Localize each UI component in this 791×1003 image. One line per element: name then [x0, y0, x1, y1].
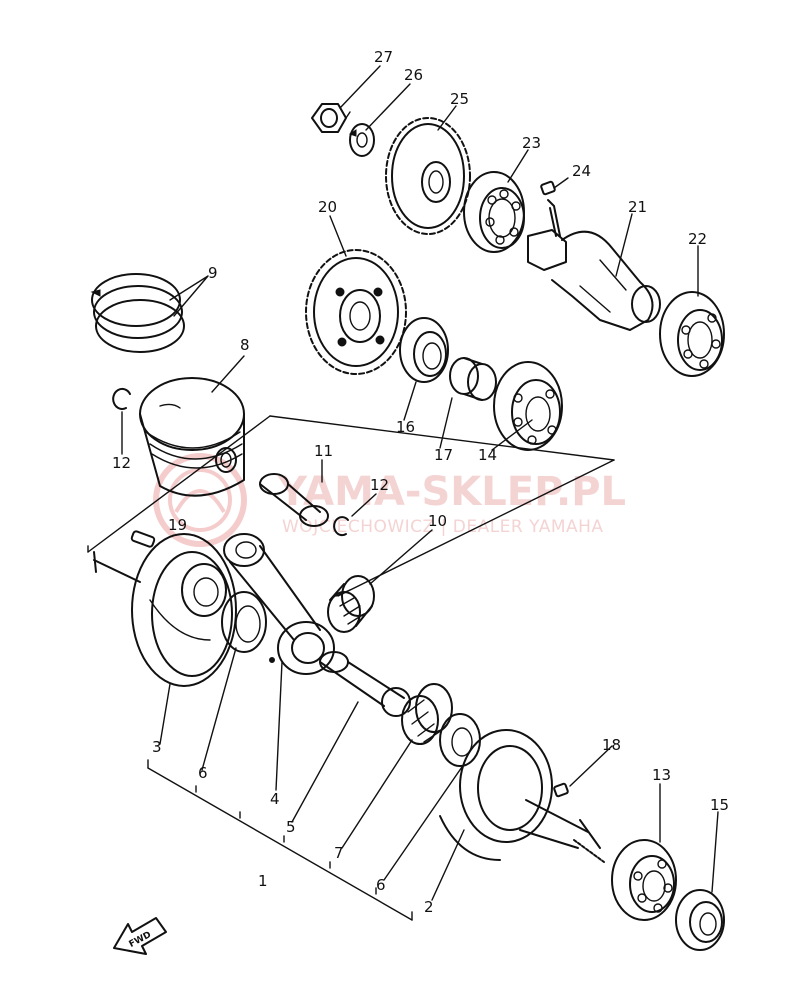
- callout-3: 3: [152, 738, 162, 756]
- callout-26: 26: [404, 66, 423, 84]
- callout-24: 24: [572, 162, 591, 180]
- key-24: [540, 180, 556, 196]
- callout-15: 15: [710, 796, 729, 814]
- lock-washer-26: [348, 123, 375, 157]
- callout-9: 9: [208, 264, 218, 282]
- callout-22: 22: [688, 230, 707, 248]
- bearing-14: [493, 361, 563, 451]
- callout-12-right: 12: [370, 476, 389, 494]
- callout-11: 11: [314, 442, 333, 460]
- callout-18: 18: [602, 736, 621, 754]
- crank-pin-19: [130, 530, 156, 548]
- needle-bearing-10: [327, 575, 375, 633]
- leader-lines: [121, 65, 719, 901]
- crank-pin-5: [319, 651, 411, 717]
- callout-4: 4: [270, 790, 280, 808]
- callout-10: 10: [428, 512, 447, 530]
- watermark-title: YAMA-SKLEP.PL: [277, 469, 626, 515]
- crank-half-2: [439, 729, 605, 863]
- callout-17: 17: [434, 446, 453, 464]
- watermark-logo-icon: [153, 453, 247, 547]
- balancer-shaft-21: [527, 199, 661, 331]
- callout-13: 13: [652, 766, 671, 784]
- oil-seal-15: [675, 889, 725, 951]
- crank-half-3: [93, 533, 237, 687]
- piston-rings-9: [90, 273, 185, 353]
- callout-27: 27: [374, 48, 393, 66]
- callout-6-right: 6: [376, 876, 386, 894]
- piston-8: [139, 377, 245, 497]
- piston-pin-11: [259, 473, 329, 527]
- callout-23: 23: [522, 134, 541, 152]
- nut-27: [311, 103, 351, 133]
- fwd-arrow-icon: FWD: [113, 917, 167, 955]
- watermark: YAMA-SKLEP.PL WOJCIECHOWICZ | DEALER YAM…: [153, 453, 626, 547]
- washer-6-left: [221, 591, 267, 653]
- gear-25: [385, 117, 471, 235]
- circlip-12-right: [333, 516, 349, 537]
- callout-16: 16: [396, 418, 415, 436]
- circlip-12-left: [112, 387, 131, 410]
- bearing-22: [659, 291, 725, 377]
- watermark-subtitle: WOJCIECHOWICZ | DEALER YAMAHA: [282, 517, 604, 537]
- callout-21: 21: [628, 198, 647, 216]
- needle-bearing-7: [401, 683, 453, 745]
- callout-2: 2: [424, 898, 434, 916]
- callout-25: 25: [450, 90, 469, 108]
- callout-7: 7: [334, 844, 344, 862]
- bearing-23: [463, 171, 525, 253]
- callout-numbers: 27 26 25 23 24 20 21 22 9 8 16 17 14 12 …: [112, 48, 729, 916]
- callout-20: 20: [318, 198, 337, 216]
- callout-5: 5: [286, 818, 296, 836]
- bearing-13: [611, 839, 677, 921]
- connecting-rod-4: [223, 533, 335, 675]
- gear-20: [305, 249, 407, 375]
- callout-6-left: 6: [198, 764, 208, 782]
- oil-seal-16: [399, 317, 449, 383]
- collar-17: [449, 357, 497, 401]
- callout-14: 14: [478, 446, 497, 464]
- key-18: [553, 782, 569, 798]
- washer-6-right: [439, 713, 481, 767]
- callout-8: 8: [240, 336, 250, 354]
- callout-1: 1: [258, 872, 268, 890]
- callout-12-left: 12: [112, 454, 131, 472]
- grouping-brackets: [87, 415, 615, 921]
- callout-19: 19: [168, 516, 187, 534]
- fwd-label: FWD: [128, 930, 153, 950]
